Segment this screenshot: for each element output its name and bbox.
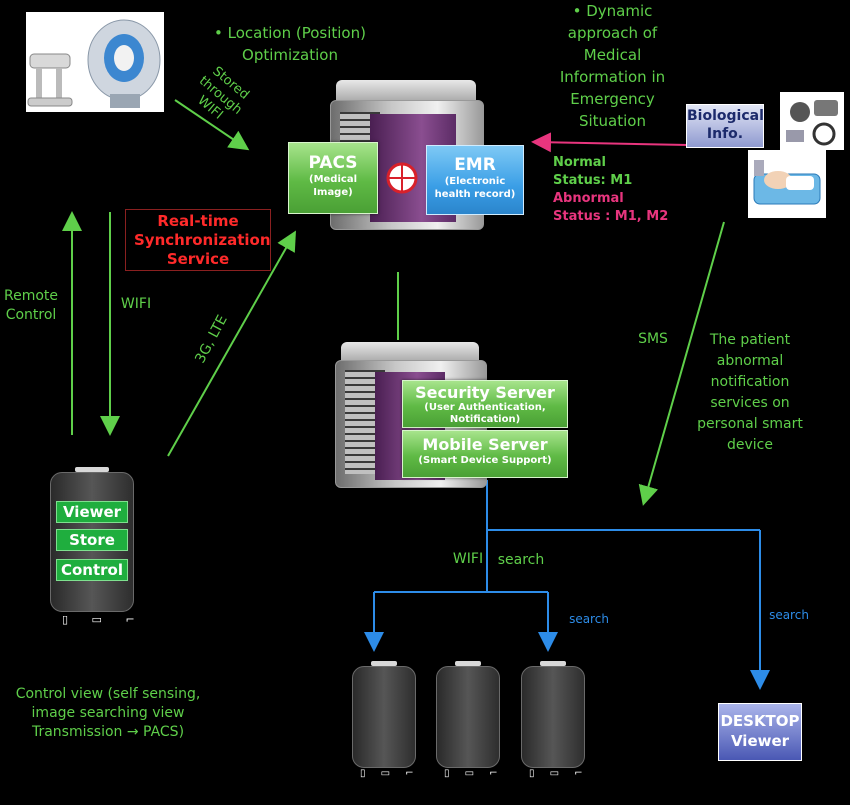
bullet-dynamic-approach: • Dynamic approach of Medical Informatio… — [545, 0, 680, 132]
emr-subtitle: (Electronic health record) — [434, 176, 516, 200]
status-abnormal-value: Status : M1, M2 — [553, 209, 669, 224]
search-blue-label-2: search — [769, 608, 809, 622]
bullet-dynamic-text: Dynamic approach of Medical Information … — [559, 2, 666, 130]
mobile-server-subtitle: (Smart Device Support) — [418, 455, 552, 466]
phone-speaker — [371, 661, 397, 666]
integration-plus-icon — [386, 162, 418, 194]
phone-speaker — [540, 661, 566, 666]
arrow-biological-emr — [531, 132, 689, 153]
viewer-button[interactable]: Viewer — [56, 501, 128, 523]
status-labels: Normal Status: M1 Abnormal Status : M1, … — [553, 154, 673, 226]
arrow-sms — [638, 221, 725, 506]
realtime-sync-box: Real-time Synchronization Service — [125, 209, 271, 271]
security-server-title: Security Server — [415, 383, 555, 402]
phone-keys-2: ▯ ▭ ⌐ — [444, 768, 504, 779]
bullet-dot: • — [572, 2, 587, 20]
status-abnormal: Abnormal — [553, 191, 624, 206]
search-green-label: search — [497, 552, 545, 568]
emr-box: EMR (Electronic health record) — [426, 145, 524, 215]
status-normal: Normal — [553, 155, 606, 170]
biological-info-box: Biological Info. — [686, 104, 764, 148]
medical-devices-image — [26, 12, 164, 112]
phone-speaker — [455, 661, 481, 666]
realtime-sync-label: Real-time Synchronization Service — [134, 212, 271, 268]
search-blue-label-1: search — [569, 612, 609, 626]
store-button[interactable]: Store — [56, 529, 128, 551]
biological-info-label: Biological Info. — [687, 108, 764, 142]
pacs-title: PACS — [308, 153, 358, 173]
security-server-box: Security Server (User Authentication, No… — [402, 380, 568, 428]
phone-keys-main: ▯ ▭ ⌐ — [62, 613, 145, 626]
security-server-subtitle: (User Authentication, Notification) — [424, 402, 546, 425]
pacs-subtitle: (Medical Image) — [309, 174, 357, 198]
mobile-server-box: Mobile Server (Smart Device Support) — [402, 430, 568, 478]
control-view-caption: Control view (self sensing, image search… — [15, 686, 201, 740]
status-normal-value: Status: M1 — [553, 173, 633, 188]
smartphone-1[interactable] — [352, 661, 416, 768]
bullet-location-text: Location (Position) Optimization — [227, 24, 366, 64]
phone-keys-1: ▯ ▭ ⌐ — [360, 768, 420, 779]
control-button[interactable]: Control — [56, 559, 128, 581]
arrow-stored-wifi — [174, 99, 250, 151]
smartphone-2[interactable] — [436, 661, 500, 768]
desktop-viewer-label: DESKTOP Viewer — [720, 712, 800, 750]
emr-title: EMR — [454, 155, 496, 175]
phone-speaker — [75, 467, 109, 472]
mobile-server-title: Mobile Server — [422, 435, 548, 454]
pacs-box: PACS (Medical Image) — [288, 142, 378, 214]
remote-control-label: Remote Control — [3, 288, 59, 323]
phone-keys-3: ▯ ▭ ⌐ — [529, 768, 589, 779]
wifi-left-label: WIFI — [120, 296, 152, 312]
notification-label: The patient abnormal notification servic… — [697, 332, 803, 453]
smartphone-main[interactable]: Viewer Store Control — [50, 467, 134, 612]
bullet-dot: • — [214, 24, 228, 42]
patient-bed-image — [748, 150, 826, 218]
desktop-viewer-box[interactable]: DESKTOP Viewer — [718, 703, 802, 761]
sms-label: SMS — [638, 331, 668, 347]
wifi-bottom-label: WIFI — [452, 551, 484, 567]
arrow-3g-lte — [167, 230, 296, 457]
sensor-devices-image — [780, 92, 844, 150]
smartphone-3[interactable] — [521, 661, 585, 768]
bullet-location-optimization: • Location (Position) Optimization — [190, 22, 390, 66]
